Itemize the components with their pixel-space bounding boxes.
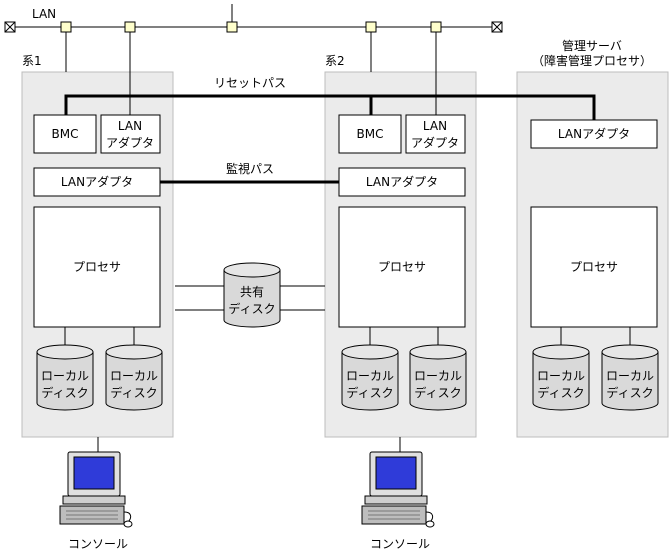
local-disk-label-line1: ローカル (606, 369, 654, 383)
mgmt-processor-label: プロセサ (570, 260, 618, 274)
system1-title: 系1 (22, 54, 42, 68)
local-disk-cylinder (532, 344, 590, 411)
shared-disk-label-line1: 共有 (240, 285, 264, 299)
system1-lan-adapter-small (100, 114, 161, 154)
system1-lan-adapter-label: LANアダプタ (61, 174, 133, 189)
lan-port (124, 21, 136, 33)
local-disk-cylinder (601, 344, 659, 411)
local-disk-label-line2: ディスク (606, 385, 653, 400)
system1-bmc-label: BMC (52, 127, 79, 141)
system1-lan-small-line2: アダプタ (106, 135, 154, 150)
system1-processor (33, 206, 161, 328)
local-disk-label-line1: ローカル (41, 369, 89, 383)
system2-lan-adapter-label: LANアダプタ (366, 174, 438, 189)
local-disk-label-line2: ディスク (110, 385, 157, 400)
mgmt-lan-adapter (530, 119, 658, 149)
system1-bmc (33, 114, 97, 154)
local-disk-cylinder (409, 344, 467, 411)
mgmt-server-subtitle: （障害管理プロセサ） (532, 53, 652, 68)
local-disk-label-line2: ディスク (346, 385, 393, 400)
local-disk-cylinder (341, 344, 399, 411)
local-disk-label-line2: ディスク (414, 385, 461, 400)
local-disk-label-line2: ディスク (537, 385, 584, 400)
system2-lan-adapter (338, 167, 466, 197)
mgmt-server-title: 管理サーバ (562, 38, 622, 53)
reset-path-line (64, 94, 596, 120)
mgmt-processor (530, 206, 658, 328)
lan-terminator-right (491, 21, 503, 33)
lan-port (365, 21, 377, 33)
lan-label: LAN (32, 7, 56, 21)
shared-disk (223, 262, 281, 328)
system1-lan-adapter (33, 167, 161, 197)
lan-port (60, 21, 72, 33)
local-disk-label-line1: ローカル (346, 369, 394, 383)
local-disk-label-line1: ローカル (110, 369, 158, 383)
system2-lan-adapter-small (405, 114, 466, 154)
console-computer-icon (59, 451, 133, 528)
system1-lan-small-line1: LAN (118, 119, 142, 133)
lan-port (430, 21, 442, 33)
lan-terminator-left (4, 21, 16, 33)
console-computer-icon (361, 451, 435, 528)
system2-title: 系2 (325, 54, 345, 68)
local-disk-label-line2: ディスク (41, 385, 88, 400)
local-disk-label-line1: ローカル (537, 369, 585, 383)
shared-disk-label-line2: ディスク (228, 301, 275, 316)
reset-path-label: リセットパス (214, 76, 286, 90)
monitor-path-label: 監視パス (226, 161, 274, 176)
console-label: コンソール (68, 537, 128, 551)
console-label: コンソール (370, 537, 430, 551)
system2-processor-label: プロセサ (378, 260, 426, 274)
system2-bmc-label: BMC (357, 127, 384, 141)
system2-bmc (338, 114, 402, 154)
local-disk-cylinder (36, 344, 94, 411)
system1-processor-label: プロセサ (73, 260, 121, 274)
system2-lan-small-line1: LAN (423, 119, 447, 133)
system2-lan-small-line2: アダプタ (411, 135, 459, 150)
mgmt-lan-adapter-label: LANアダプタ (558, 126, 630, 141)
lan-port (226, 21, 238, 33)
system2-processor (338, 206, 466, 328)
local-disk-label-line1: ローカル (414, 369, 462, 383)
local-disk-cylinder (105, 344, 163, 411)
